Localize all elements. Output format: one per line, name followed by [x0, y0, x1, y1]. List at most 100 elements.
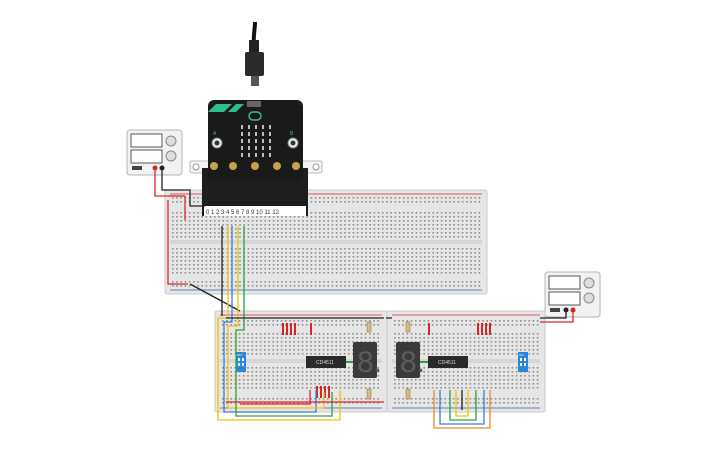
breadboard-hole [293, 285, 296, 287]
breadboard-hole [478, 320, 480, 322]
breadboard-hole [457, 345, 459, 347]
breadboard-hole [285, 248, 287, 250]
breadboard-hole [364, 333, 367, 335]
breadboard-hole [310, 379, 312, 381]
resistor-group-right[interactable] [428, 323, 491, 335]
breadboard-hole [499, 349, 501, 351]
breadboard-hole [176, 252, 178, 254]
breadboard-hole [536, 379, 539, 381]
breadboard-hole [511, 379, 514, 381]
breadboard-hole [188, 268, 191, 270]
breadboard-hole [193, 272, 195, 274]
jumper-red[interactable] [324, 386, 326, 398]
jumper-red[interactable] [428, 323, 430, 335]
breadboard-hole [528, 402, 530, 404]
breadboard-hole [230, 341, 232, 343]
breadboard-hole [322, 375, 325, 377]
jumper-red[interactable] [294, 323, 296, 335]
resistor-group-left[interactable] [282, 323, 330, 398]
breadboard-hole [478, 232, 481, 234]
led-pixel [255, 139, 257, 143]
breadboard-bottom-left[interactable] [214, 310, 388, 413]
breadboard-hole [424, 272, 426, 274]
breadboard-hole [532, 337, 535, 339]
breadboard-hole [466, 268, 468, 270]
logo-touch-icon[interactable] [248, 111, 262, 121]
jumper-red[interactable] [489, 323, 491, 335]
breadboard-hole [272, 281, 275, 283]
breadboard-hole [457, 375, 459, 377]
breadboard-hole [419, 379, 421, 381]
breadboard-hole [335, 272, 338, 274]
seven-segment-display-right[interactable]: 8. [396, 342, 425, 379]
power-supply-left[interactable] [126, 129, 183, 176]
ic-decoder-left[interactable]: CD4511 [306, 356, 346, 368]
breadboard-hole [410, 333, 413, 335]
jumper-red[interactable] [282, 323, 284, 335]
jumper-red[interactable] [477, 323, 479, 335]
breadboard-hole [235, 220, 237, 222]
breadboard-hole [247, 371, 249, 373]
breadboard-hole [390, 232, 392, 234]
breadboard-hole [478, 349, 480, 351]
breadboard-hole [340, 197, 342, 199]
breadboard-hole [511, 349, 514, 351]
jumper-red[interactable] [316, 386, 318, 398]
breadboard-hole [466, 281, 468, 283]
breadboard-hole [289, 353, 291, 355]
power-supply-right[interactable] [544, 271, 601, 318]
wires[interactable] [154, 170, 574, 429]
breadboard-hole [382, 256, 384, 258]
breadboard-hole [503, 371, 505, 373]
breadboard-hole [369, 236, 371, 238]
breadboard-hole [259, 349, 262, 351]
ic-decoder-right[interactable]: CD4511 [428, 356, 468, 368]
vertical-resistors[interactable] [366, 321, 411, 400]
breadboard-hole [470, 216, 472, 218]
breadboard-hole [410, 387, 413, 389]
jumper-red[interactable] [310, 323, 312, 335]
breadboard-hole [428, 272, 430, 274]
breadboard-hole [490, 333, 493, 335]
jumper-red[interactable] [290, 323, 292, 335]
breadboard-hole [214, 260, 216, 262]
breadboard-hole [348, 337, 350, 339]
breadboard-hole [239, 268, 241, 270]
breadboard-hole [482, 345, 484, 347]
breadboard-hole [520, 402, 522, 404]
breadboard-hole [297, 345, 300, 347]
breadboard-hole [423, 324, 425, 326]
breadboard-hole [465, 320, 467, 322]
jumper-red[interactable] [320, 386, 322, 398]
breadboard-hole [445, 272, 447, 274]
breadboard-hole [335, 212, 338, 214]
breadboard-hole [419, 232, 422, 234]
breadboard-hole [218, 264, 220, 266]
jumper-red[interactable] [328, 386, 330, 398]
breadboard-hole [293, 268, 296, 270]
breadboard-hole [440, 383, 442, 385]
jumper-red[interactable] [286, 323, 288, 335]
breadboard-hole [298, 236, 300, 238]
seven-segment-display-left[interactable]: 8. [353, 342, 382, 379]
breadboard-hole [478, 256, 481, 258]
breadboard-hole [382, 201, 384, 203]
dip-switch-left[interactable]: ON [236, 352, 246, 372]
dip-switch-right[interactable]: ON [518, 352, 528, 372]
microbit[interactable]: A B [208, 100, 303, 180]
breadboard-hole [322, 337, 325, 339]
breadboard-hole [356, 220, 359, 222]
breadboard-hole [344, 281, 346, 283]
breadboard-hole [327, 252, 329, 254]
jumper-red[interactable] [485, 323, 487, 335]
breadboard-hole [457, 224, 460, 226]
usb-cable[interactable] [245, 21, 264, 86]
breadboard-hole [314, 252, 317, 254]
jumper-red[interactable] [481, 323, 483, 335]
breadboard-hole [201, 264, 203, 266]
breadboard-hole [470, 201, 472, 203]
breadboard-hole [390, 201, 392, 203]
breadboard-hole [424, 224, 426, 226]
breadboard-hole [272, 224, 275, 226]
